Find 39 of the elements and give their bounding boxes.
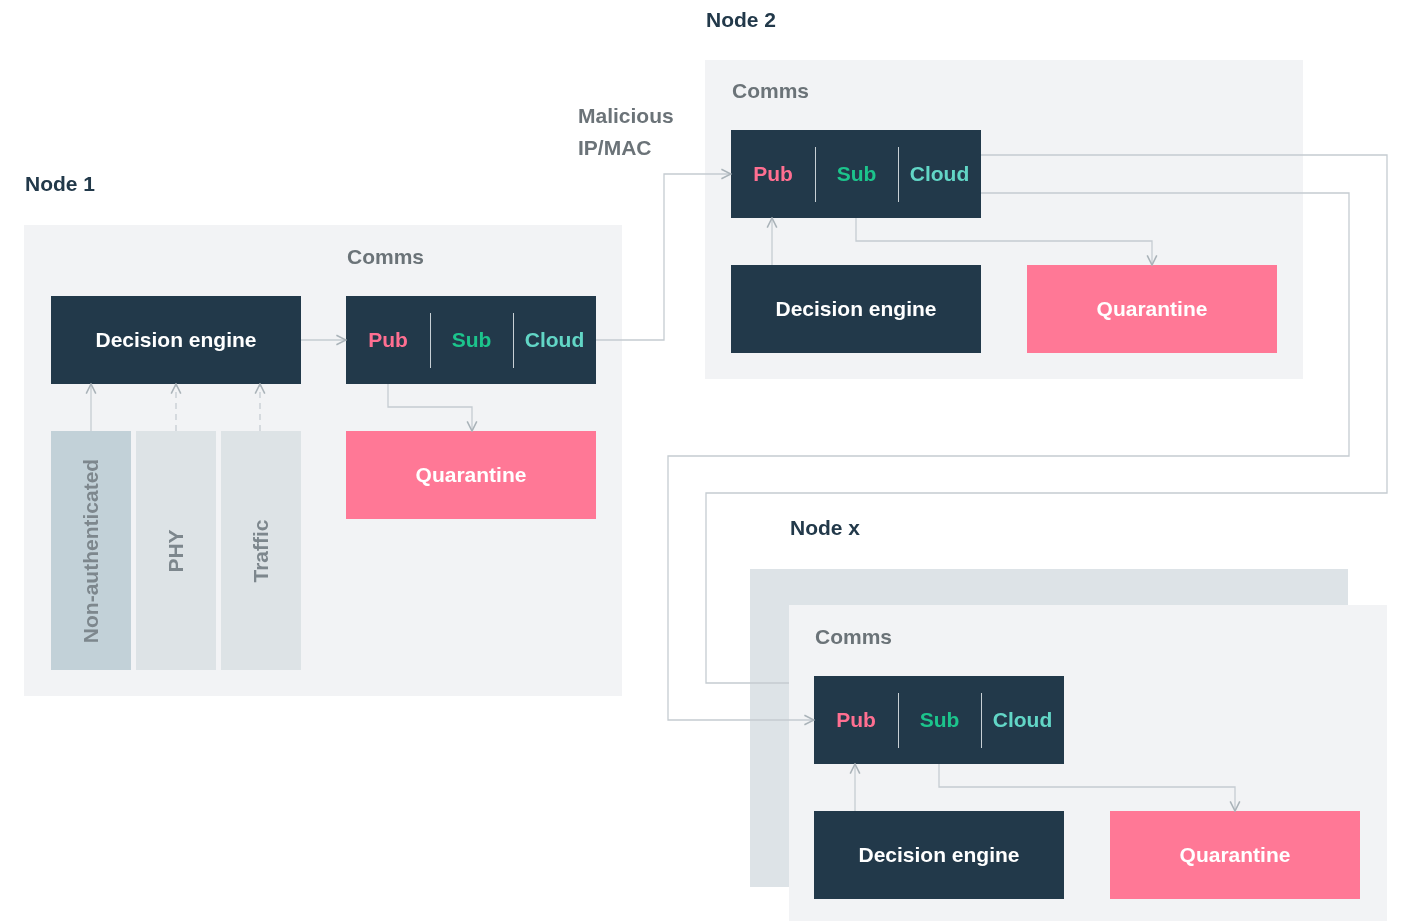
quarantine-block: Quarantine bbox=[1110, 811, 1360, 899]
channel-label: Pub bbox=[368, 328, 408, 352]
process-block: Decision engine bbox=[51, 296, 301, 384]
channel-label: Pub bbox=[836, 708, 876, 732]
input-bar bbox=[51, 431, 131, 670]
quarantine-block: Quarantine bbox=[1027, 265, 1277, 353]
channel-label: Cloud bbox=[524, 328, 585, 352]
vertical-label: Non-authenticated bbox=[79, 458, 103, 643]
arrow bbox=[667, 192, 1350, 726]
node-heading: Node 1 bbox=[25, 172, 95, 196]
channel-label: Cloud bbox=[992, 708, 1053, 732]
arrow bbox=[387, 383, 478, 432]
connector-line bbox=[705, 154, 1388, 684]
comms-heading: Comms bbox=[347, 245, 425, 269]
vertical-label: PHY bbox=[164, 528, 188, 573]
arrow bbox=[595, 168, 732, 341]
arrow bbox=[855, 217, 1158, 266]
node-heading: Node 2 bbox=[706, 8, 776, 32]
input-bar bbox=[136, 431, 216, 670]
comms-heading: Comms bbox=[732, 79, 810, 103]
arrow bbox=[766, 217, 778, 266]
channel-label: Sub bbox=[919, 708, 960, 732]
arrow bbox=[85, 383, 97, 432]
arrow bbox=[300, 334, 347, 346]
channel-label: Pub bbox=[753, 162, 793, 186]
dashed-arrow bbox=[170, 383, 182, 432]
arrow bbox=[849, 763, 861, 812]
arrow bbox=[938, 763, 1241, 812]
channel-label: Sub bbox=[836, 162, 877, 186]
vertical-label: Traffic bbox=[249, 519, 273, 582]
process-block: Decision engine bbox=[731, 265, 981, 353]
channel-label: Cloud bbox=[909, 162, 970, 186]
comms-heading: Comms bbox=[815, 625, 893, 649]
node-heading: Node x bbox=[790, 516, 860, 540]
input-bar bbox=[221, 431, 301, 670]
channel-label: Sub bbox=[451, 328, 492, 352]
process-block: Decision engine bbox=[814, 811, 1064, 899]
dashed-arrow bbox=[254, 383, 266, 432]
quarantine-block: Quarantine bbox=[346, 431, 596, 519]
